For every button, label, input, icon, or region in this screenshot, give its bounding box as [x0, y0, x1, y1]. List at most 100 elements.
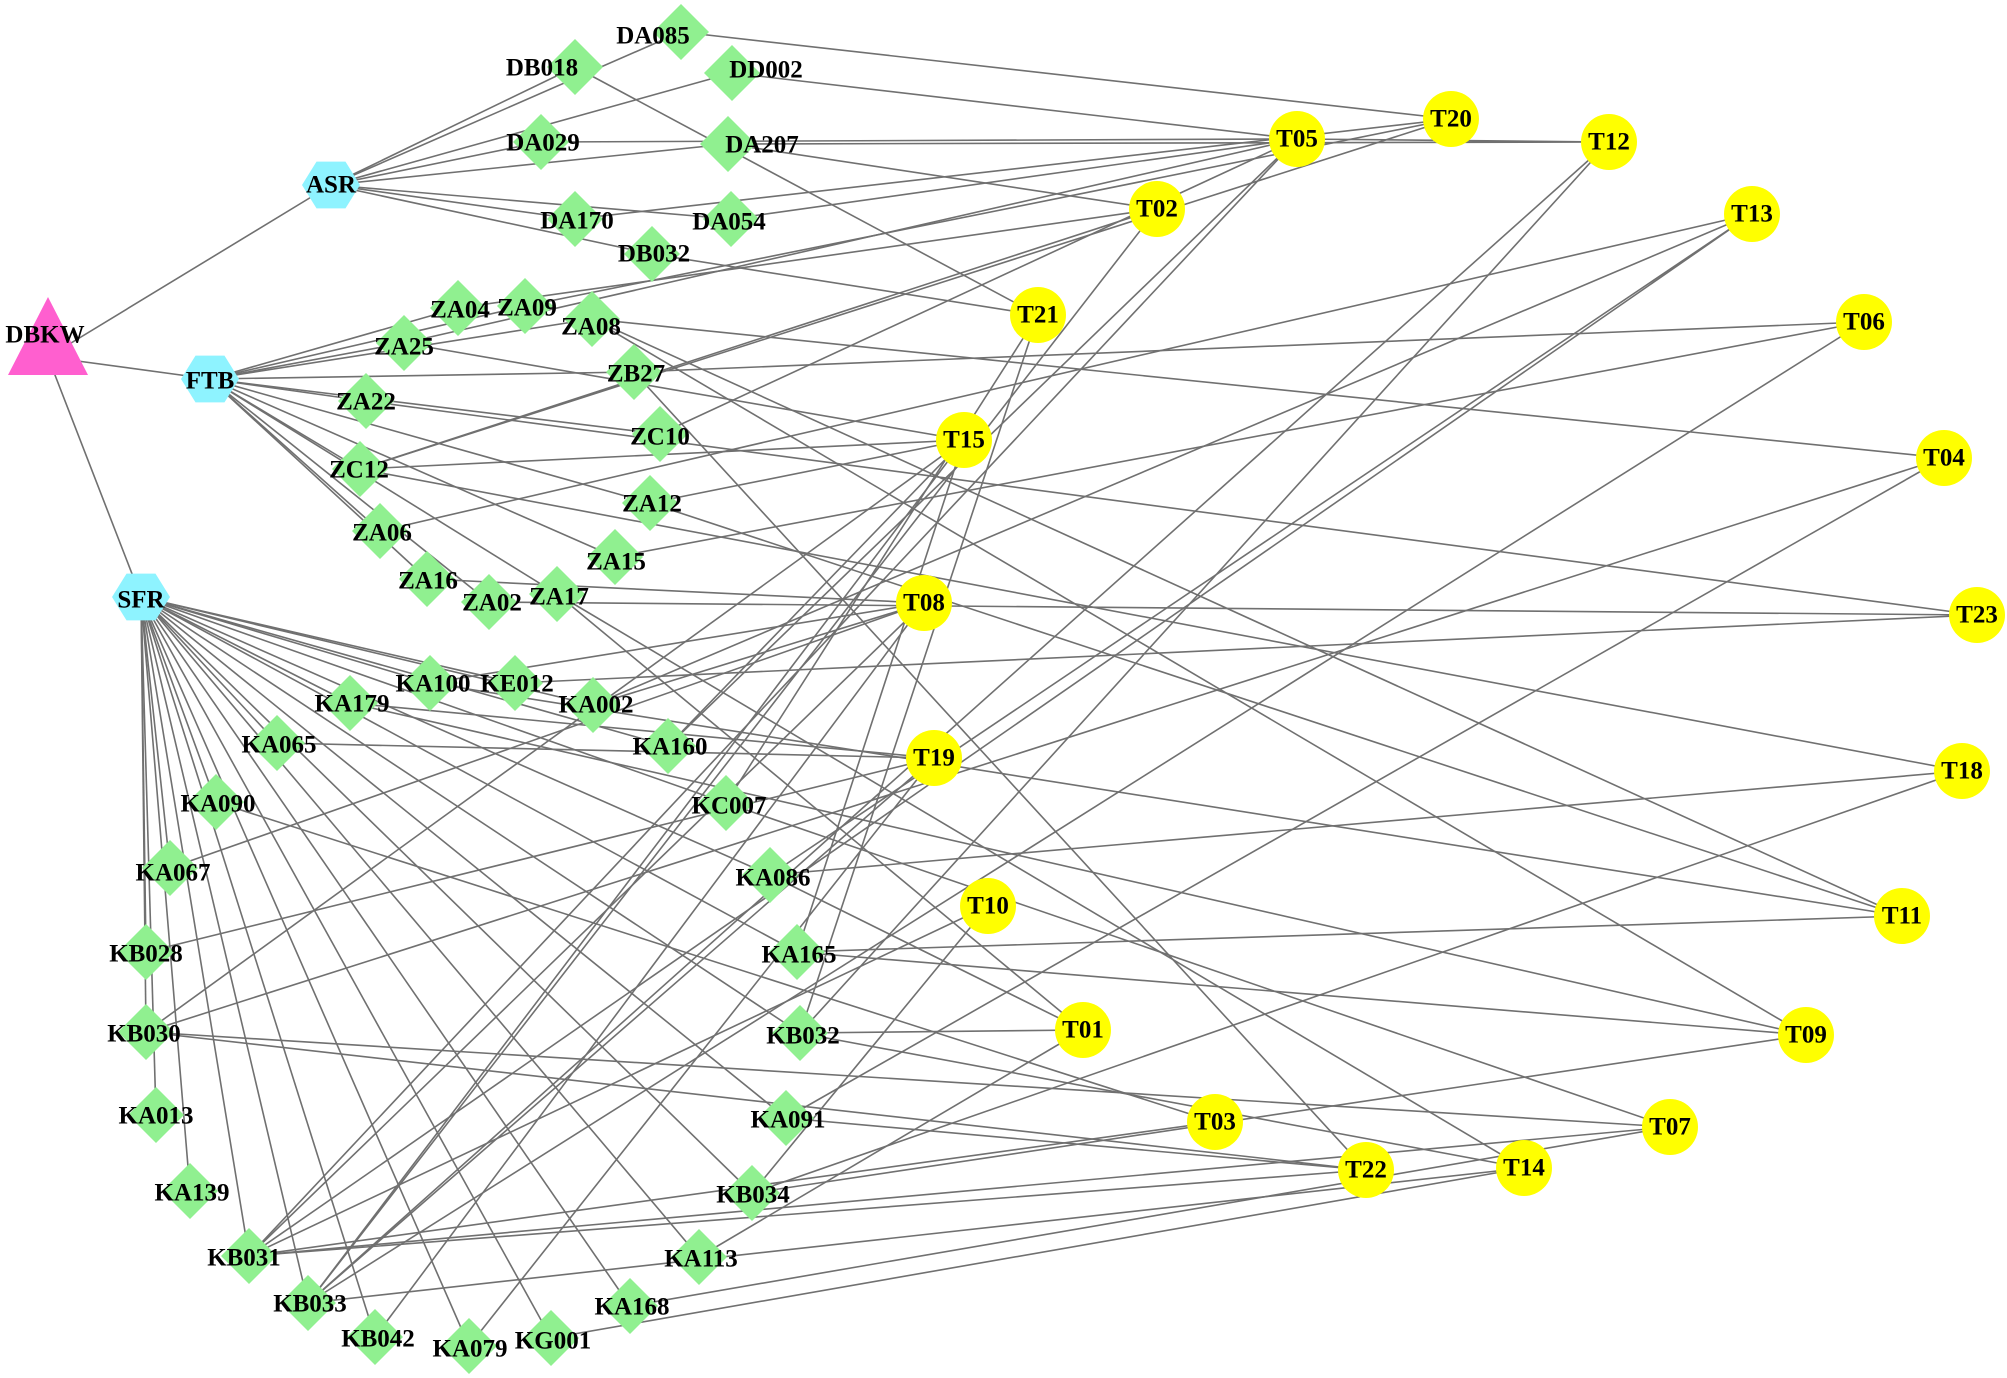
node-label: T07: [1649, 1114, 1691, 1141]
diamond-shape: [704, 45, 760, 101]
edge-za12-t15: [649, 439, 965, 504]
edge-ftb-za12: [209, 378, 651, 504]
circle-shape: [1496, 1140, 1552, 1196]
node-ka086: KA086: [736, 847, 811, 903]
circle-shape: [1581, 114, 1637, 170]
edge-kb031-t13: [248, 213, 1753, 1257]
edge-zc10-t05: [659, 138, 1298, 435]
diamond-shape: [430, 280, 486, 336]
diamond-shape: [338, 373, 394, 429]
node-sfr: SFR: [112, 573, 170, 621]
node-label: KA079: [433, 1336, 508, 1363]
circle-shape: [1423, 91, 1479, 147]
edge-zb27-t22: [633, 371, 1367, 1171]
edge-sfr-ka179: [140, 596, 351, 704]
node-label: KA086: [736, 865, 811, 892]
node-t15: T15: [936, 412, 992, 468]
edge-kb034-t18: [751, 770, 1963, 1194]
edge-ka091-t04: [785, 457, 1945, 1119]
edge-ka086-t18: [769, 770, 1963, 876]
diamond-shape: [547, 191, 603, 247]
node-kb034: KB034: [716, 1165, 790, 1221]
edge-za08-t11: [591, 318, 1903, 917]
circle-shape: [1187, 1094, 1243, 1150]
edge-da085-t20: [680, 31, 1452, 120]
edge-kb033-t12: [307, 141, 1610, 1304]
edge-sfr-ka139: [140, 596, 191, 1192]
diamond-shape: [700, 116, 756, 172]
edge-ka079-t19: [468, 757, 935, 1347]
diamond-shape: [565, 677, 621, 733]
diamond-shape: [640, 718, 696, 774]
node-label: KG001: [515, 1328, 591, 1355]
diamond-shape: [742, 847, 798, 903]
circle-shape: [1724, 186, 1780, 242]
node-t11: T11: [1874, 888, 1930, 944]
node-t23: T23: [1949, 587, 2005, 643]
diamond-shape: [118, 924, 174, 980]
diamond-shape: [162, 1163, 218, 1219]
edge-kb031-t10: [248, 905, 989, 1257]
diamond-shape: [376, 315, 432, 371]
edge-ka179-t19: [349, 702, 935, 759]
diamond-shape: [487, 655, 543, 711]
edge-kc007-t07: [725, 802, 1671, 1128]
node-label: DBKW: [5, 322, 84, 349]
diamond-shape: [352, 503, 408, 559]
node-da085: DA085: [616, 4, 709, 60]
diamond-shape: [513, 114, 569, 170]
node-label: ZA17: [529, 584, 589, 611]
diamond-shape: [523, 1310, 579, 1366]
circle-shape: [1934, 743, 1990, 799]
diamond-shape: [624, 226, 680, 282]
diamond-shape: [602, 1278, 658, 1334]
node-label: ZA04: [430, 297, 490, 324]
node-zc12: ZC12: [329, 441, 389, 497]
node-zc10: ZC10: [630, 406, 690, 462]
node-dd002: DD002: [704, 45, 803, 101]
edge-za22-t23: [365, 400, 1978, 616]
node-label: KB032: [766, 1023, 840, 1050]
node-label: KE012: [480, 671, 554, 698]
edge-kb032-t12: [799, 141, 1610, 1034]
edge-kb034-t09: [751, 1034, 1807, 1194]
node-ftb: FTB: [181, 355, 239, 403]
edge-sfr-kb033: [140, 596, 309, 1304]
edge-kb033-t02: [307, 208, 1158, 1304]
diamond-shape: [772, 1005, 828, 1061]
node-label: KB033: [273, 1291, 347, 1318]
hexagon-shape: [302, 161, 360, 209]
node-label: T23: [1956, 602, 1998, 629]
edge-da054-t05: [730, 138, 1298, 220]
node-label: ZA09: [497, 295, 557, 322]
diamond-shape: [632, 406, 688, 462]
node-label: T11: [1882, 903, 1922, 930]
node-za02: ZA02: [461, 574, 522, 630]
edge-zb27-t06: [633, 321, 1865, 373]
node-label: ZA16: [398, 568, 458, 595]
edge-kb030-t04: [145, 457, 1945, 1033]
edge-dd002-t05: [731, 72, 1298, 140]
diamond-shape: [587, 529, 643, 585]
edge-za17-t14: [556, 593, 1525, 1169]
edge-kb031-t07: [248, 1126, 1671, 1257]
node-label: DA054: [692, 209, 766, 236]
edge-db032-t21: [651, 253, 1039, 316]
edge-kb031-t05: [248, 138, 1298, 1257]
edge-asr-da054: [330, 184, 732, 220]
node-label: ZA15: [586, 549, 646, 576]
diamond-shape: [221, 1228, 277, 1284]
diamond-shape: [564, 291, 620, 347]
node-t01: T01: [1055, 1002, 1111, 1058]
edge-asr-da085: [330, 31, 682, 186]
edge-ka165-t15: [796, 439, 965, 953]
circle-shape: [1129, 181, 1185, 237]
node-za08: ZA08: [561, 291, 621, 347]
node-label: T14: [1503, 1155, 1545, 1182]
node-label: ZB27: [607, 361, 665, 388]
node-t20: T20: [1423, 91, 1479, 147]
node-t08: T08: [896, 575, 952, 631]
node-label: KA013: [119, 1103, 194, 1130]
diamond-shape: [653, 4, 709, 60]
edge-za12-t11: [649, 502, 1903, 917]
